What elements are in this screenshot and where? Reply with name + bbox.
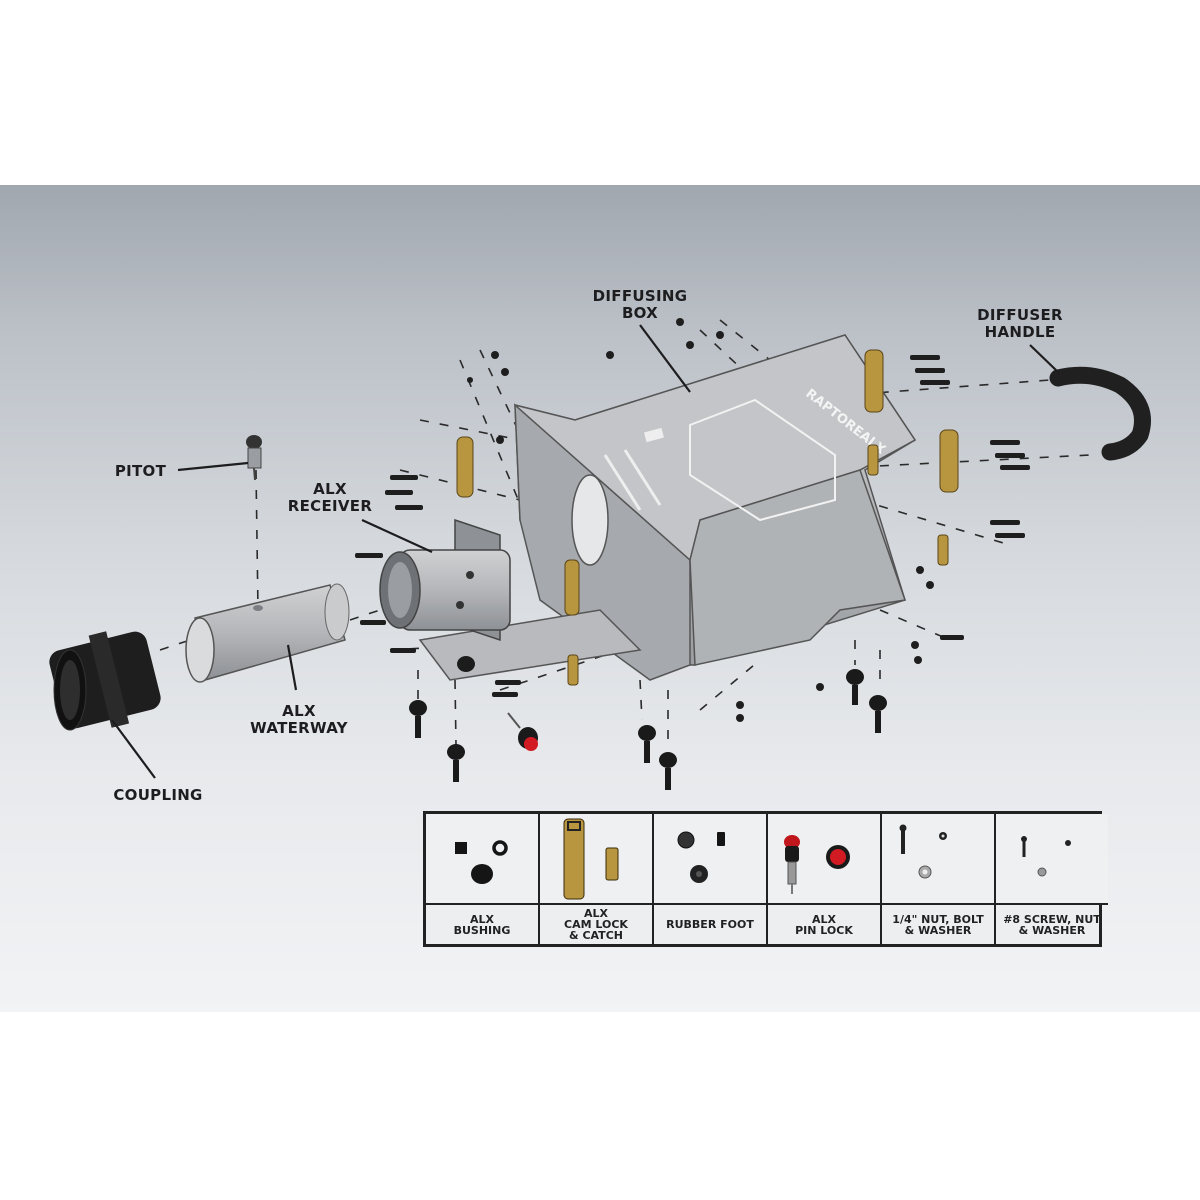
rubber-foot-parts bbox=[409, 669, 887, 790]
label-alx-receiver: ALX RECEIVER bbox=[280, 481, 380, 515]
label-line: HANDLE bbox=[984, 323, 1056, 341]
cam-lock-icon bbox=[540, 814, 652, 905]
legend-item-rubber-foot: RUBBER FOOT bbox=[654, 814, 768, 944]
screw-nut-washer-icon bbox=[996, 814, 1108, 905]
label-line: DIFFUSING bbox=[592, 287, 688, 305]
diffuser-handle-part bbox=[1049, 366, 1151, 461]
label-line: DIFFUSER bbox=[977, 306, 1063, 324]
rubber-foot-icon bbox=[654, 814, 766, 905]
label-leader-lines bbox=[111, 324, 1059, 779]
label-line: COUPLING bbox=[113, 786, 203, 804]
label-line: WATERWAY bbox=[250, 719, 348, 737]
pin-lock-part bbox=[507, 712, 538, 751]
label-line: RECEIVER bbox=[287, 497, 373, 515]
alx-waterway-part bbox=[185, 583, 350, 683]
nut-bolt-washer-icon bbox=[882, 814, 994, 905]
label-line: PITOT bbox=[114, 462, 167, 480]
label-alx-waterway: ALX WATERWAY bbox=[240, 703, 358, 737]
diffusing-box-part: RAPTOREALX bbox=[418, 334, 917, 681]
label-diffusing-box: DIFFUSING BOX bbox=[585, 288, 695, 322]
legend-caption: #8 SCREW, NUT& WASHER bbox=[1003, 912, 1101, 937]
label-line: ALX bbox=[313, 480, 347, 498]
legend-item-number8-screw-nut-washer: #8 SCREW, NUT& WASHER bbox=[996, 814, 1108, 944]
alx-bushing-icon bbox=[426, 814, 538, 905]
legend-caption: 1/4" NUT, BOLT& WASHER bbox=[892, 912, 984, 937]
legend-caption: RUBBER FOOT bbox=[666, 918, 754, 931]
label-diffuser-handle: DIFFUSER HANDLE bbox=[965, 307, 1075, 341]
label-pitot: PITOT bbox=[108, 463, 173, 480]
cam-lock-parts bbox=[456, 349, 959, 686]
pin-lock-icon bbox=[768, 814, 880, 905]
coupling-part bbox=[49, 631, 161, 731]
label-line: BOX bbox=[621, 304, 659, 322]
alx-receiver-part bbox=[379, 518, 511, 672]
label-line: ALX bbox=[282, 702, 316, 720]
fastener-parts bbox=[355, 318, 1030, 722]
pitot-part bbox=[246, 435, 262, 481]
legend-item-quarter-nut-bolt-washer: 1/4" NUT, BOLT& WASHER bbox=[882, 814, 996, 944]
label-coupling: COUPLING bbox=[103, 787, 213, 804]
